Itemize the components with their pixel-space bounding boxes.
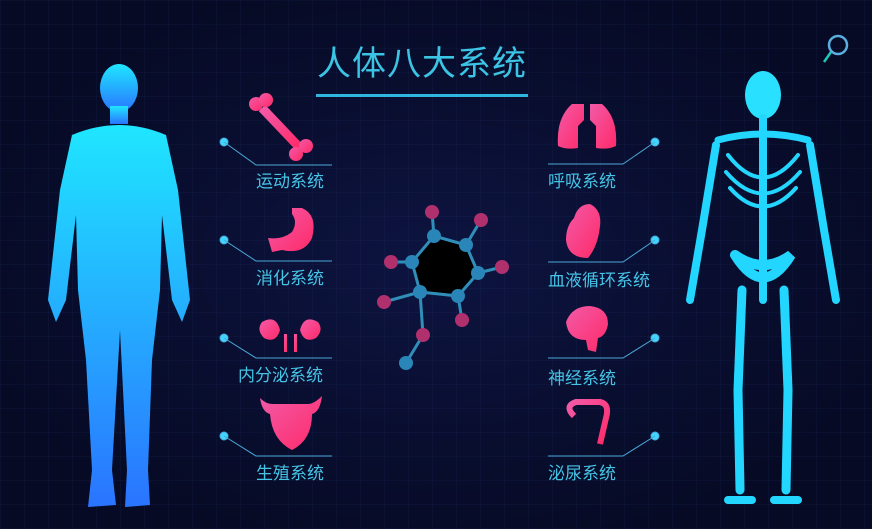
left-connectors xyxy=(219,137,332,457)
title-underline xyxy=(316,94,528,97)
right-connectors xyxy=(548,137,660,457)
male-symbol-icon xyxy=(822,34,849,63)
human-body-silhouette xyxy=(48,64,190,507)
label-urinary-system: 泌尿系统 xyxy=(548,464,616,484)
kidneys-icon xyxy=(259,319,321,352)
heart-icon xyxy=(566,204,601,258)
label-circulatory-system: 血液循环系统 xyxy=(548,271,650,291)
label-respiratory-system: 呼吸系统 xyxy=(548,172,616,192)
molecule-icon xyxy=(377,205,509,370)
label-reproductive-system: 生殖系统 xyxy=(256,464,324,484)
label-nervous-system: 神经系统 xyxy=(548,369,616,389)
stomach-icon xyxy=(268,208,314,252)
uterus-icon xyxy=(260,396,322,450)
lungs-icon xyxy=(557,104,617,149)
label-endocrine-system: 内分泌系统 xyxy=(238,366,323,386)
label-motor-system: 运动系统 xyxy=(256,172,324,192)
skeleton xyxy=(686,71,840,504)
intestine-icon xyxy=(566,399,611,445)
bone-icon xyxy=(249,93,313,161)
brain-icon xyxy=(566,306,608,352)
page-title: 人体八大系统 xyxy=(317,44,527,84)
label-digestive-system: 消化系统 xyxy=(256,269,324,289)
